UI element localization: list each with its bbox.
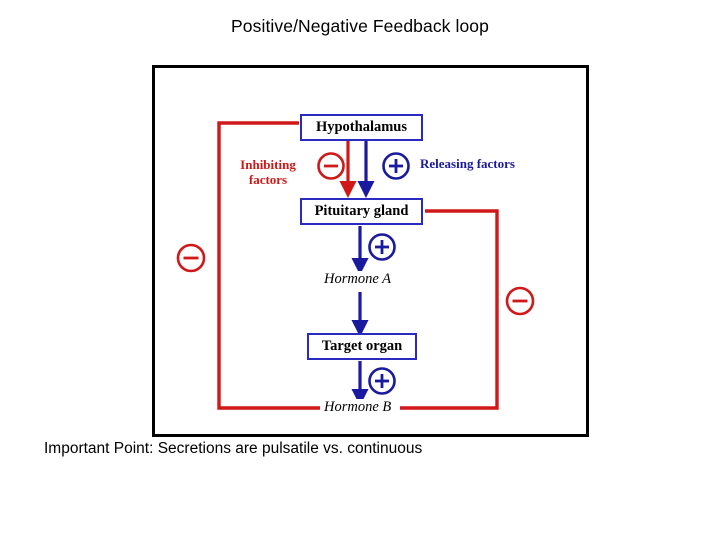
node-hormone-a: Hormone A [320,271,395,288]
annotation-inhibiting-factors-line1: Inhibiting [240,157,296,172]
annotation-inhibiting-factors-line2: factors [248,171,288,187]
node-hormone-b-label: Hormone B [324,399,392,415]
node-target-organ[interactable]: Target organ [307,333,417,360]
node-hypothalamus[interactable]: Hypothalamus [300,114,423,141]
annotation-inhibiting-factors: Inhibiting factors [222,157,314,187]
node-pituitary-gland-label: Pituitary gland [314,203,409,219]
node-pituitary-gland[interactable]: Pituitary gland [300,198,423,225]
footer-caption: Important Point: Secretions are pulsatil… [44,440,423,457]
node-hormone-b: Hormone B [320,399,396,416]
node-target-organ-label: Target organ [321,338,403,354]
node-hormone-a-label: Hormone A [324,271,391,287]
node-hypothalamus-label: Hypothalamus [315,119,408,135]
annotation-releasing-factors: Releasing factors [420,156,515,171]
page-title: Positive/Negative Feedback loop [231,16,489,36]
